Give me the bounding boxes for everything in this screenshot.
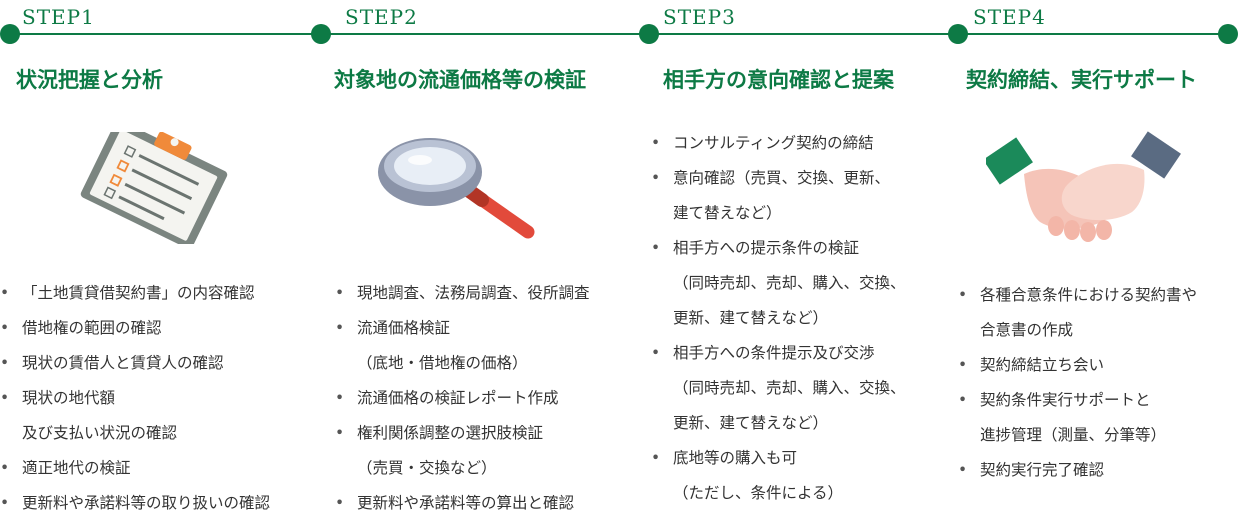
list-item-line: 現地調査、法務局調査、役所調査 [357, 284, 590, 302]
list-item-line: 相手方への提示条件の検証 [673, 239, 860, 257]
step-1-label: STEP1 [22, 5, 95, 29]
list-item-line: （売買・交換など） [357, 459, 497, 477]
timeline-dot-end [1218, 24, 1238, 44]
handshake-icon [986, 131, 1181, 242]
list-item-line: 契約締結立ち会い [980, 356, 1105, 374]
list-item-line: 合意書の作成 [980, 321, 1074, 339]
step-2-title: 対象地の流通価格等の検証 [334, 68, 586, 92]
clipboard-icon [80, 132, 228, 244]
list-item-line: （ただし、条件による） [673, 484, 844, 502]
list-item-line: 及び支払い状況の確認 [22, 424, 178, 442]
list-item: 借地権の範囲の確認 [0, 311, 270, 346]
list-item-line: 底地等の購入も可 [673, 449, 798, 467]
list-item: 契約締結立ち会い [958, 348, 1197, 383]
list-item-line: 現状の地代額 [22, 389, 116, 407]
list-item-line: 更新、建て替えなど） [673, 309, 829, 327]
list-item-line: 借地権の範囲の確認 [22, 319, 162, 337]
list-item-line: 契約条件実行サポートと [980, 391, 1151, 409]
list-item: 現地調査、法務局調査、役所調査 [335, 276, 590, 311]
list-item-line: コンサルティング契約の締結 [673, 134, 874, 152]
step-3-title: 相手方の意向確認と提案 [663, 68, 894, 92]
list-item-line: 「土地賃貸借契約書」の内容確認 [22, 284, 255, 302]
list-item-line: （同時売却、売却、購入、交換、 [673, 274, 906, 292]
step-4-title: 契約締結、実行サポート [966, 68, 1197, 92]
list-item: 流通価格の検証レポート作成 [335, 381, 590, 416]
list-item-line: 現状の賃借人と賃貸人の確認 [22, 354, 224, 372]
list-item-line: 建て替えなど） [673, 204, 782, 222]
step-1-title: 状況把握と分析 [16, 68, 163, 92]
list-item: 流通価格検証 （底地・借地権の価格） [335, 311, 590, 381]
list-item: コンサルティング契約の締結 [651, 126, 906, 161]
step-3-label: STEP3 [663, 5, 736, 29]
step-4-list: 各種合意条件における契約書や合意書の作成契約締結立ち会い契約条件実行サポートと進… [958, 278, 1197, 488]
list-item: 意向確認（売買、交換、更新、建て替えなど） [651, 161, 906, 231]
list-item: 相手方への条件提示及び交渉 （同時売却、売却、購入、交換、更新、建て替えなど） [651, 336, 906, 441]
list-item-line: 流通価格の検証レポート作成 [357, 389, 559, 407]
list-item-line: 各種合意条件における契約書や [980, 286, 1198, 304]
list-item: 更新料や承諾料等の算出と確認 [335, 486, 590, 521]
magnifier-icon [378, 138, 535, 239]
list-item-line: （同時売却、売却、購入、交換、 [673, 379, 906, 397]
list-item: 相手方への提示条件の検証 （同時売却、売却、購入、交換、更新、建て替えなど） [651, 231, 906, 336]
list-item: 現状の賃借人と賃貸人の確認 [0, 346, 270, 381]
list-item: 権利関係調整の選択肢検証 （売買・交換など） [335, 416, 590, 486]
list-item-line: 更新料や承諾料等の取り扱いの確認 [22, 494, 271, 512]
list-item-line: 更新料や承諾料等の算出と確認 [357, 494, 575, 512]
list-item-line: 進捗管理（測量、分筆等） [980, 426, 1167, 444]
list-item-line: 適正地代の検証 [22, 459, 131, 477]
step-2-list: 現地調査、法務局調査、役所調査流通価格検証 （底地・借地権の価格） 流通価格の検証レ… [335, 276, 590, 521]
timeline-line [10, 33, 1228, 35]
list-item-line: 意向確認（売買、交換、更新、 [673, 169, 891, 187]
list-item-line: 更新、建て替えなど） [673, 414, 829, 432]
list-item: 更新料や承諾料等の取り扱いの確認 [0, 486, 270, 521]
step-3-list: コンサルティング契約の締結意向確認（売買、交換、更新、建て替えなど）相手方への提… [651, 126, 906, 511]
list-item: 契約実行完了確認 [958, 453, 1197, 488]
timeline-dot-4 [948, 24, 968, 44]
list-item-line: 権利関係調整の選択肢検証 [357, 424, 544, 442]
timeline-dot-3 [639, 24, 659, 44]
step-2-label: STEP2 [345, 5, 418, 29]
list-item: 「土地賃貸借契約書」の内容確認 [0, 276, 270, 311]
list-item: 底地等の購入も可 （ただし、条件による） [651, 441, 906, 511]
list-item-line: 契約実行完了確認 [980, 461, 1105, 479]
step-4-label: STEP4 [973, 5, 1046, 29]
step-1-list: 「土地賃貸借契約書」の内容確認借地権の範囲の確認現状の賃借人と賃貸人の確認現状の… [0, 276, 270, 521]
list-item-line: 流通価格検証 [357, 319, 451, 337]
timeline-dot-1 [0, 24, 20, 44]
list-item-line: 相手方への条件提示及び交渉 [673, 344, 875, 362]
timeline-dot-2 [311, 24, 331, 44]
list-item-line: （底地・借地権の価格） [357, 354, 528, 372]
list-item: 適正地代の検証 [0, 451, 270, 486]
